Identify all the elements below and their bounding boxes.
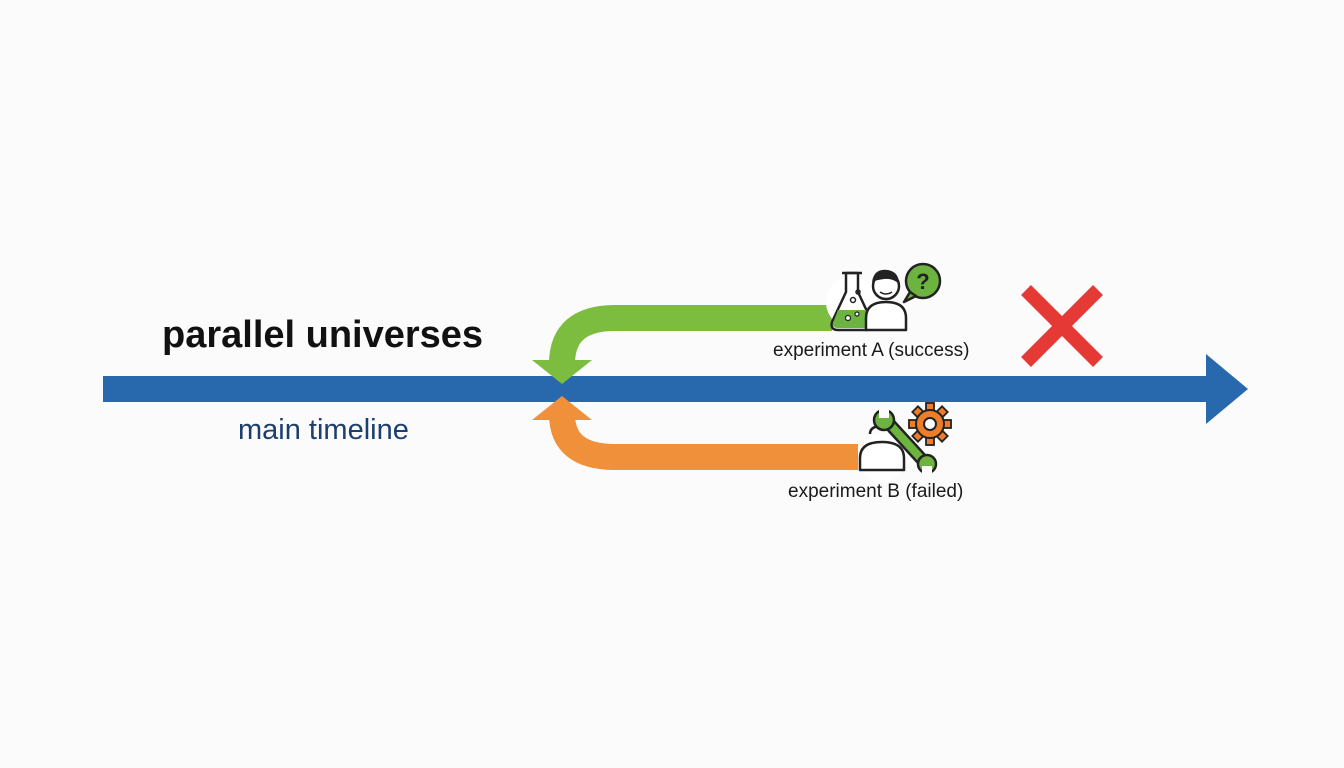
person-icon-b — [858, 424, 906, 482]
experiment-b-branch-arrow — [532, 396, 858, 470]
gear-icon — [908, 402, 952, 446]
svg-text:?: ? — [916, 269, 929, 294]
main-timeline-label: main timeline — [238, 414, 409, 446]
person-icon-a — [864, 269, 908, 332]
red-x-icon — [1021, 285, 1103, 367]
question-bubble-icon: ? — [902, 262, 942, 304]
experiment-a-label: experiment A (success) — [773, 340, 970, 361]
experiment-b-label: experiment B (failed) — [788, 481, 964, 502]
wrench-icon — [872, 408, 938, 476]
main-timeline-arrow — [103, 354, 1248, 424]
experiment-a-branch-arrow — [532, 305, 832, 384]
diagram-title: parallel universes — [162, 314, 484, 356]
